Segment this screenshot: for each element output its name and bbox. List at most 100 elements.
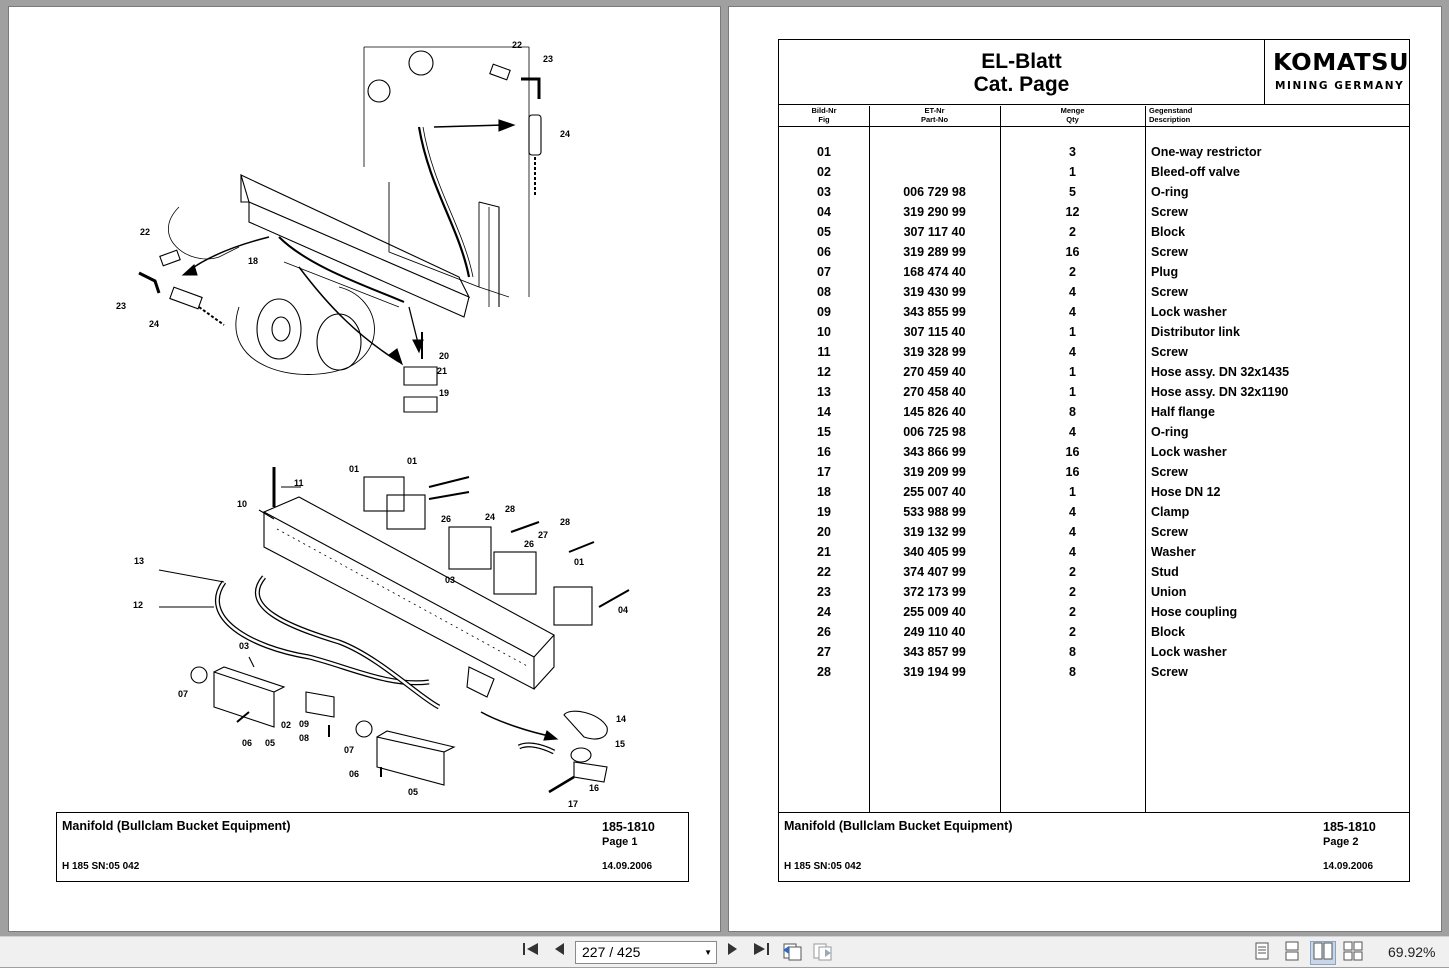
next-page-icon[interactable]: [724, 941, 742, 963]
drawing-title: Manifold (Bullclam Bucket Equipment): [784, 819, 1013, 833]
part-number-cell: 319 289 99: [903, 245, 966, 259]
chevron-down-icon[interactable]: ▼: [704, 948, 712, 957]
callout: 03: [445, 575, 455, 585]
document-number: 185-1810: [1323, 820, 1376, 834]
callout: 17: [568, 799, 578, 809]
quantity-cell: 8: [1069, 645, 1076, 659]
description-cell: Block: [1151, 625, 1186, 639]
part-number-cell: 307 115 40: [903, 325, 966, 339]
callout: 14: [616, 714, 626, 724]
quantity-cell: 4: [1069, 285, 1076, 299]
title-line-1: EL-Blatt: [981, 50, 1062, 73]
fig-cell: 11: [817, 345, 831, 359]
quantity-cell: 2: [1069, 265, 1076, 279]
description-cell: Lock washer: [1151, 645, 1227, 659]
first-page-icon[interactable]: [520, 941, 542, 963]
fig-cell: 12: [817, 365, 831, 379]
description-cell: Plug: [1151, 265, 1179, 279]
next-view-icon[interactable]: [810, 941, 834, 963]
description-cell: Half flange: [1151, 405, 1215, 419]
zoom-level[interactable]: 69.92%: [1388, 944, 1436, 960]
part-number-cell: 006 725 98: [903, 425, 966, 439]
fig-cell: 24: [817, 605, 831, 619]
fig-cell: 14: [817, 405, 831, 419]
quantity-cell: 8: [1069, 405, 1076, 419]
callout: 22: [512, 40, 522, 50]
part-number-cell: 255 009 40: [903, 605, 966, 619]
part-number-cell: 319 430 99: [903, 285, 966, 299]
column-divider: [1000, 106, 1001, 812]
continuous-view-icon[interactable]: [1282, 941, 1302, 963]
exploded-parts-drawing: 22 23 24 22 23 24 18 20 21 19 11 01 01 1…: [116, 40, 630, 809]
page-number-input[interactable]: 227 / 425 ▼: [575, 941, 717, 964]
quantity-cell: 4: [1069, 425, 1076, 439]
callout: 22: [140, 227, 150, 237]
quantity-cell: 4: [1069, 305, 1076, 319]
callout: 03: [239, 641, 249, 651]
description-cell: Washer: [1151, 545, 1196, 559]
issue-date: 14.09.2006: [602, 861, 653, 872]
part-number-cell: 006 729 98: [903, 185, 966, 199]
title-block: Manifold (Bullclam Bucket Equipment) 185…: [56, 812, 689, 882]
part-number-cell: 343 855 99: [903, 305, 966, 319]
viewer-toolbar: 227 / 425 ▼ 69.92%: [0, 936, 1449, 967]
description-cell: Bleed-off valve: [1151, 165, 1240, 179]
last-page-icon[interactable]: [750, 941, 772, 963]
part-number-cell: 343 866 99: [903, 445, 966, 459]
quantity-cell: 3: [1069, 145, 1076, 159]
quantity-cell: 2: [1069, 565, 1076, 579]
callout: 15: [615, 739, 625, 749]
quantity-cell: 2: [1069, 625, 1076, 639]
quantity-cell: 8: [1069, 665, 1076, 679]
document-number: 185-1810: [602, 820, 655, 834]
part-number-cell: 145 826 40: [903, 405, 966, 419]
single-page-view-icon[interactable]: [1252, 941, 1272, 963]
callout: 19: [439, 388, 449, 398]
callout: 28: [505, 504, 515, 514]
part-number-cell: 319 194 99: [903, 665, 966, 679]
callout: 23: [543, 54, 553, 64]
callout: 05: [265, 738, 275, 748]
fig-cell: 26: [817, 625, 831, 639]
continuous-facing-view-icon[interactable]: [1342, 941, 1364, 963]
quantity-cell: 1: [1069, 485, 1076, 499]
quantity-cell: 16: [1065, 245, 1080, 259]
previous-view-icon[interactable]: [780, 941, 804, 963]
quantity-cell: 4: [1069, 525, 1076, 539]
description-cell: Lock washer: [1151, 445, 1227, 459]
callout: 20: [439, 351, 449, 361]
fig-cell: 03: [817, 185, 831, 199]
left-page: 22 23 24 22 23 24 18 20 21 19 11 01 01 1…: [8, 6, 721, 932]
description-cell: O-ring: [1151, 425, 1189, 439]
prev-page-icon[interactable]: [550, 941, 568, 963]
description-cell: Screw: [1151, 245, 1188, 259]
facing-view-icon[interactable]: [1310, 941, 1336, 965]
callout: 09: [299, 719, 309, 729]
drawing-title: Manifold (Bullclam Bucket Equipment): [62, 819, 291, 833]
page-indicator: 227 / 425: [582, 944, 641, 960]
fig-cell: 13: [817, 385, 831, 399]
description-cell: Stud: [1151, 565, 1179, 579]
callout: 01: [349, 464, 359, 474]
quantity-cell: 4: [1069, 345, 1076, 359]
fig-cell: 10: [817, 325, 831, 339]
quantity-cell: 1: [1069, 165, 1076, 179]
callout: 13: [134, 556, 144, 566]
callout: 16: [589, 783, 599, 793]
description-cell: Screw: [1151, 465, 1188, 479]
